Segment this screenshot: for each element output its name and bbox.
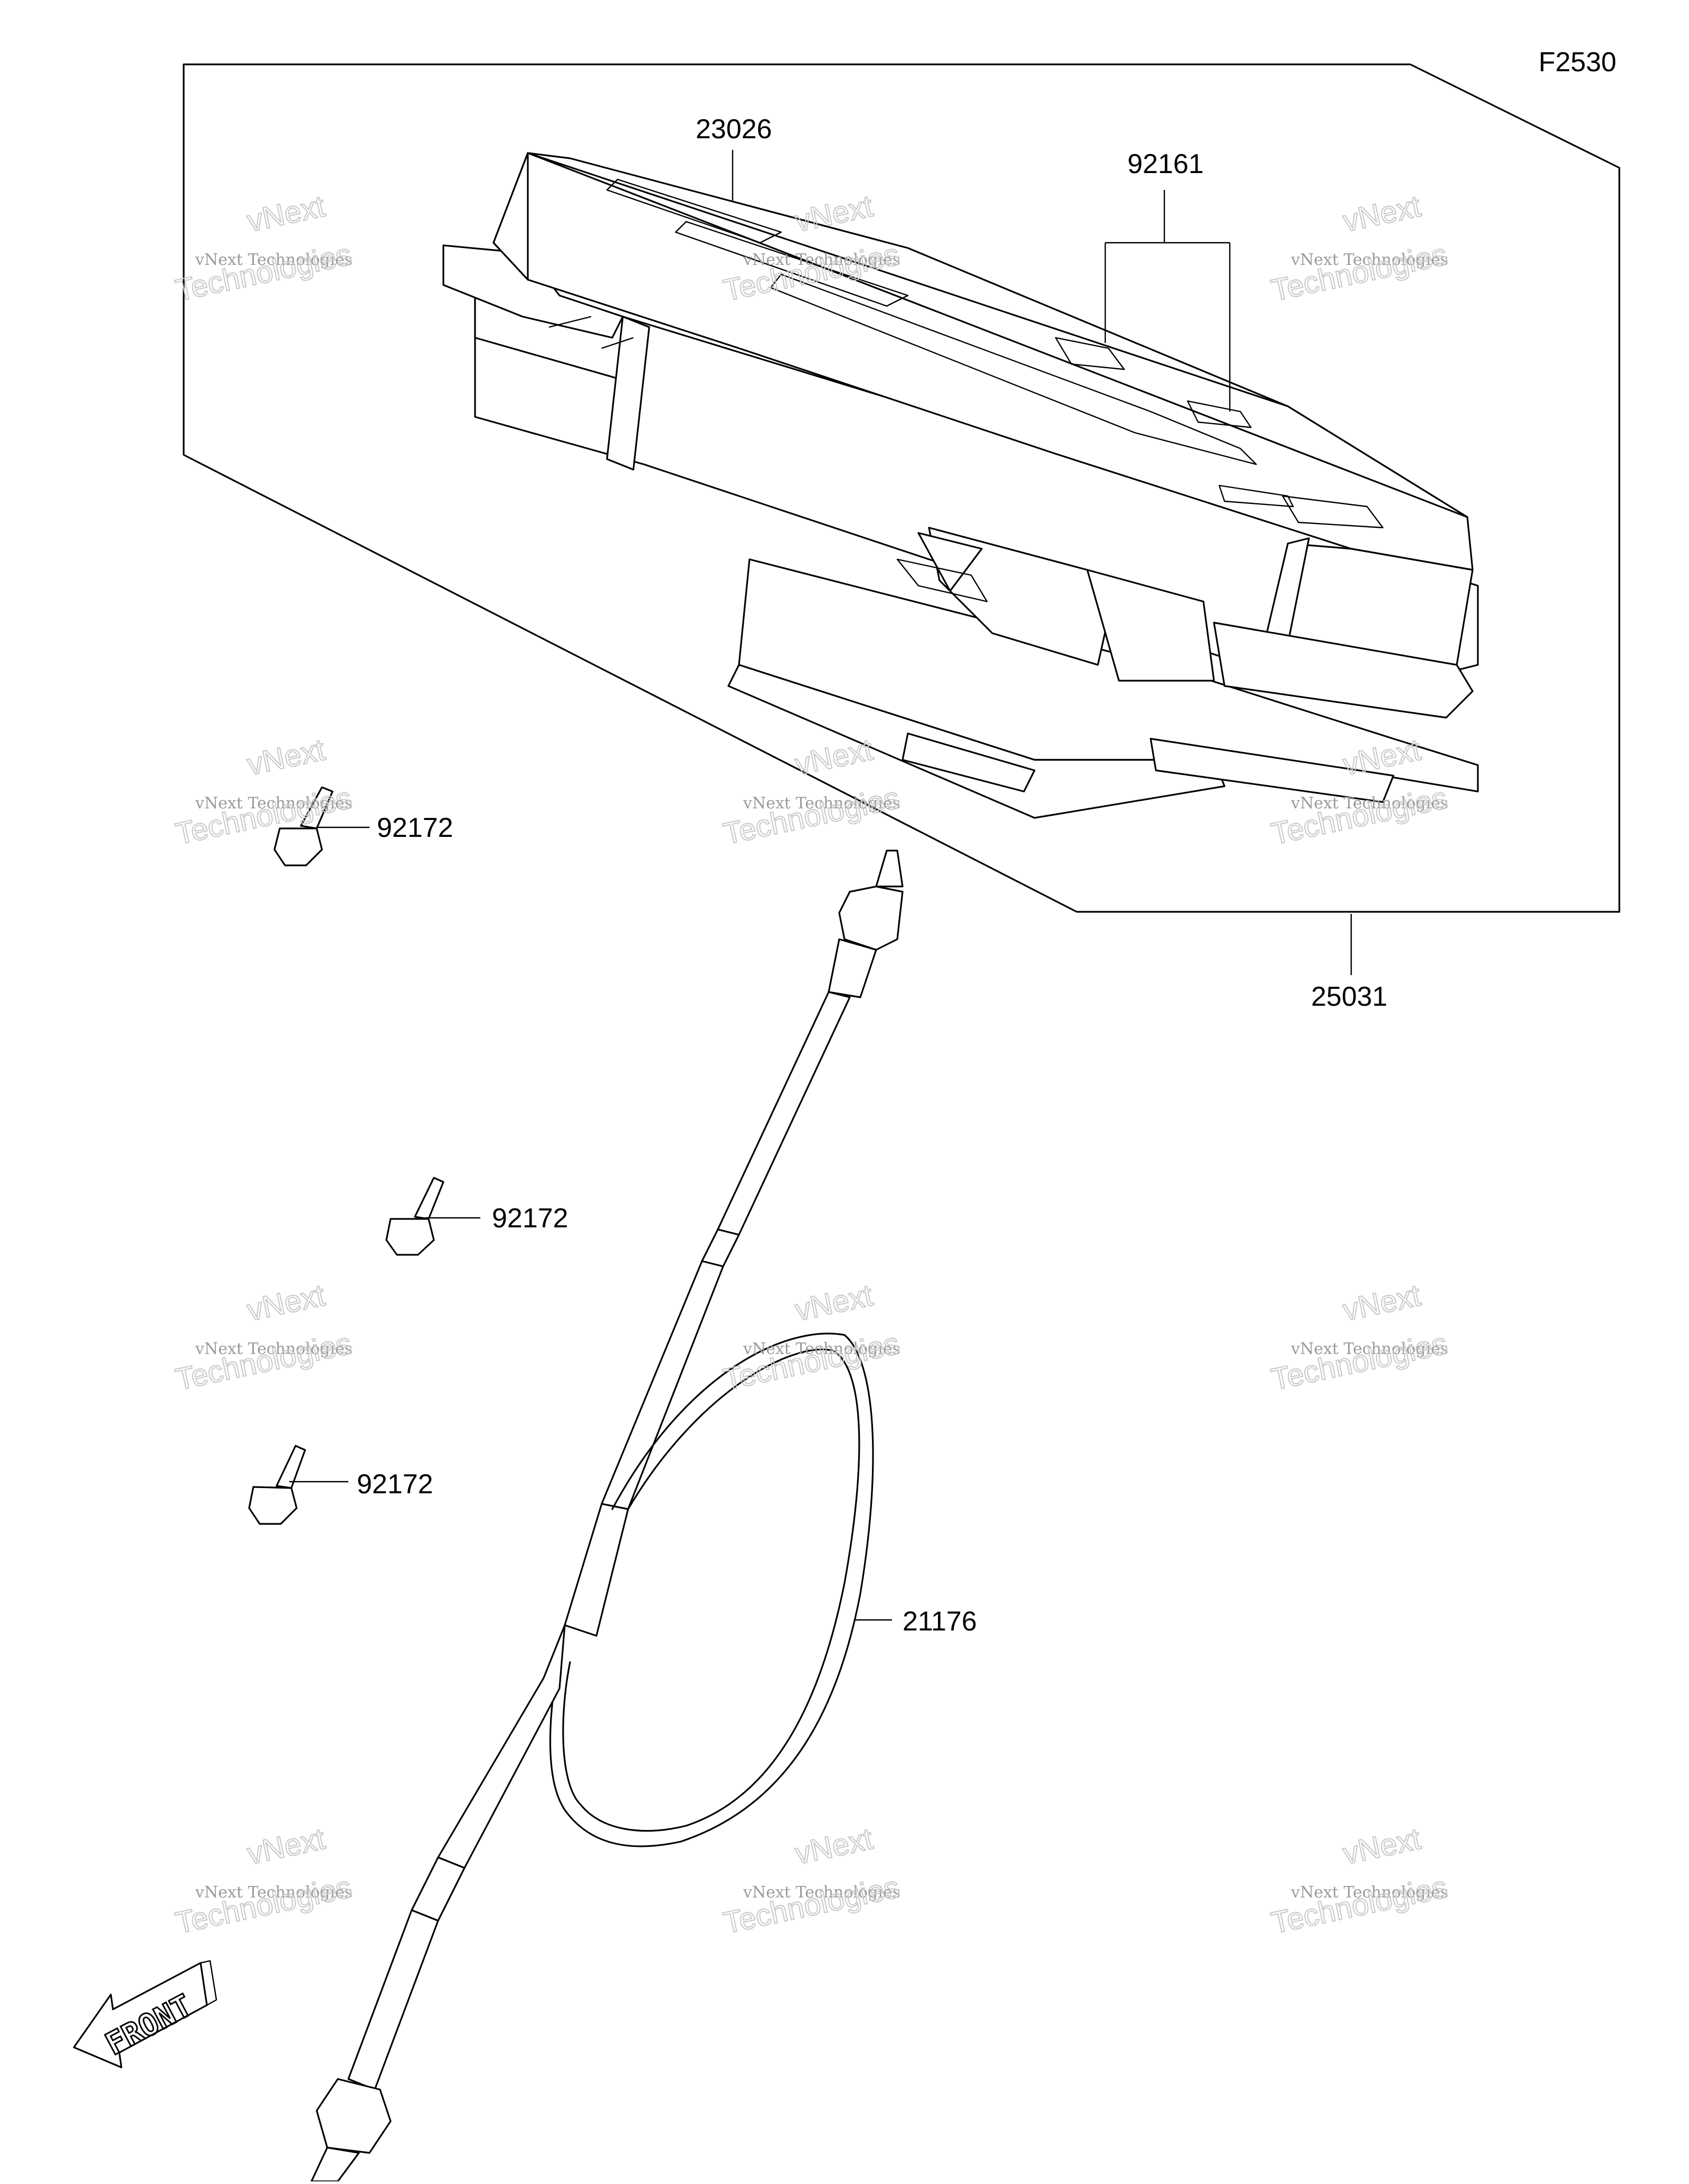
watermark-line2: vNext — [244, 1278, 328, 1328]
assembly-boundary — [183, 63, 1620, 913]
callout-23026: 23026 — [696, 114, 772, 145]
watermark-line2: vNext — [792, 1821, 876, 1871]
watermark: vNext vNext Technologies Technologies — [720, 1821, 903, 1941]
figure-code: F2530 — [1539, 47, 1616, 78]
callout-92172-c: 92172 — [357, 1469, 433, 1500]
watermark-line2: vNext — [244, 189, 328, 239]
watermark-line2: vNext — [792, 189, 876, 239]
screw-92172-c — [248, 1445, 306, 1525]
watermark: vNext vNext Technologies Technologies — [720, 732, 903, 852]
watermark-line3: Technologies — [173, 1326, 355, 1397]
watermark-line1: vNext Technologies — [195, 251, 353, 269]
watermark-line2: vNext — [244, 1821, 328, 1871]
watermark-line2: vNext — [1340, 1278, 1424, 1328]
watermark-line1: vNext Technologies — [743, 1340, 900, 1358]
watermark: vNext vNext Technologies Technologies — [1268, 1277, 1451, 1397]
meter-assembly-drawing — [442, 152, 1479, 819]
watermark-line3: Technologies — [720, 780, 903, 851]
watermark: vNext vNext Technologies Technologies — [720, 1277, 903, 1397]
watermark-line3: Technologies — [1268, 1870, 1450, 1940]
watermark-line1: vNext Technologies — [1291, 794, 1448, 813]
callout-25031: 25031 — [1311, 981, 1388, 1012]
watermark-line2: vNext — [792, 732, 876, 782]
watermark-line1: vNext Technologies — [743, 1883, 900, 1902]
watermark-line2: vNext — [1340, 1821, 1424, 1871]
callout-92172-a: 92172 — [377, 813, 453, 843]
watermark-line3: Technologies — [720, 1326, 903, 1397]
callout-92161: 92161 — [1127, 149, 1204, 179]
watermark: vNext vNext Technologies Technologies — [172, 188, 355, 308]
watermark: vNext vNext Technologies Technologies — [172, 1821, 355, 1941]
watermark-line3: Technologies — [173, 237, 355, 308]
watermark-line3: Technologies — [173, 1870, 355, 1940]
watermark-line3: Technologies — [173, 780, 355, 851]
watermark-line1: vNext Technologies — [195, 794, 353, 813]
screw-92172-b — [385, 1177, 444, 1256]
watermark-line3: Technologies — [1268, 1326, 1450, 1397]
speedometer-cable-drawing — [310, 850, 904, 2182]
watermark-line3: Technologies — [1268, 237, 1450, 308]
watermark-line2: vNext — [1340, 189, 1424, 239]
watermark-line1: vNext Technologies — [1291, 251, 1448, 269]
watermark-line1: vNext Technologies — [1291, 1340, 1448, 1358]
watermark: vNext vNext Technologies Technologies — [1268, 1821, 1451, 1941]
front-arrow-marker: FRONT — [73, 1960, 217, 2068]
watermark-line1: vNext Technologies — [195, 1883, 353, 1902]
watermark-line2: vNext — [792, 1278, 876, 1328]
callout-92172-b: 92172 — [492, 1203, 568, 1234]
watermark-line1: vNext Technologies — [1291, 1883, 1448, 1902]
watermark-line1: vNext Technologies — [195, 1340, 353, 1358]
callout-21176: 21176 — [903, 1606, 977, 1637]
watermark-line1: vNext Technologies — [743, 251, 900, 269]
watermark: vNext vNext Technologies Technologies — [172, 732, 355, 852]
watermark-line2: vNext — [244, 732, 328, 782]
watermark: vNext vNext Technologies Technologies — [1268, 188, 1451, 308]
screw-92172-a — [273, 786, 334, 866]
watermark: vNext vNext Technologies Technologies — [172, 1277, 355, 1397]
watermark-line1: vNext Technologies — [743, 794, 900, 813]
watermark-line3: Technologies — [720, 1870, 903, 1940]
